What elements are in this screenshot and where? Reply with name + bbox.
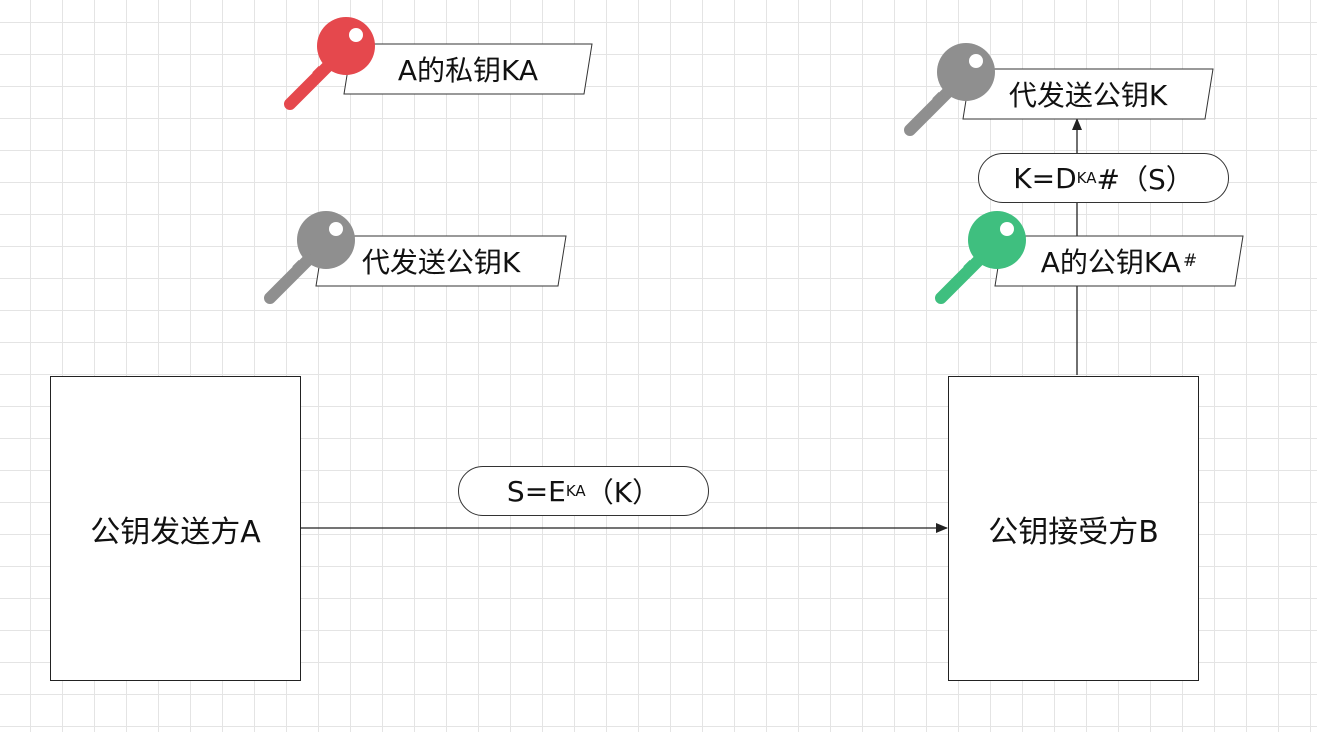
decrypt-prefix: K=D xyxy=(1013,161,1077,195)
send-key-label-box[interactable]: 代发送公钥K xyxy=(315,235,567,287)
result-key-icon xyxy=(900,42,1000,142)
public-key-sup: # xyxy=(1182,251,1198,271)
public-key-icon xyxy=(931,210,1031,310)
decrypt-suffix: #（S） xyxy=(1096,163,1194,196)
send-key-label: 代发送公钥K xyxy=(361,246,521,279)
decrypt-subscript: KA xyxy=(1076,169,1097,187)
private-key-icon xyxy=(280,16,380,116)
private-key-label-box[interactable]: A的私钥KA xyxy=(343,43,593,95)
public-key-label: A的公钥KA xyxy=(1040,246,1181,279)
encrypt-prefix: S=E xyxy=(506,474,566,508)
receiver-label: 公钥接受方B xyxy=(988,514,1159,550)
result-key-label-box[interactable]: 代发送公钥K xyxy=(962,68,1214,120)
result-key-label: 代发送公钥K xyxy=(1008,79,1168,112)
receiver-box[interactable]: 公钥接受方B xyxy=(948,376,1199,681)
send-key-icon xyxy=(260,210,360,310)
sender-box[interactable]: 公钥发送方A xyxy=(50,376,301,681)
encrypt-subscript: KA xyxy=(565,482,586,500)
private-key-label: A的私钥KA xyxy=(397,54,539,87)
sender-label: 公钥发送方A xyxy=(90,514,261,550)
public-key-label-box[interactable]: A的公钥KA# xyxy=(994,235,1244,287)
encrypt-suffix: （K） xyxy=(585,476,661,509)
